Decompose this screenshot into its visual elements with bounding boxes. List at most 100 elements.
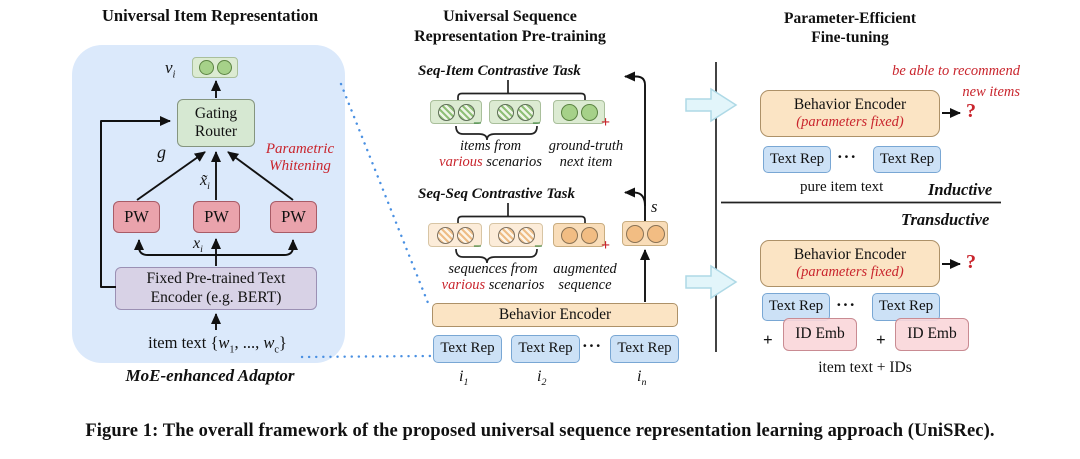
block-arrow-bottom-icon <box>685 264 738 300</box>
seq-embedding-circle <box>497 226 515 244</box>
i1-label: i1 <box>459 368 468 388</box>
pw-box-1: PW <box>113 201 160 233</box>
text-encoder-line1: Fixed Pre-trained Text <box>146 270 286 288</box>
pw-box-3: PW <box>270 201 317 233</box>
in-label: in <box>637 368 646 388</box>
minus-sign: − <box>534 239 543 255</box>
text-rep-box: Text Rep <box>873 146 941 173</box>
text-rep-box: Text Rep <box>763 146 831 173</box>
seq-embedding-circle <box>646 224 665 243</box>
item-text-label: item text {w1, ..., wc} <box>110 333 325 355</box>
text-rep-box: Text Rep <box>872 293 940 321</box>
arrow-s-to-seq-seq-task <box>624 187 646 207</box>
item-embedding-circle <box>560 103 578 121</box>
neg-item-chip-2 <box>489 100 541 124</box>
recommend-note-line1: be able to recommend <box>892 63 1020 79</box>
plus-sign: + <box>601 237 611 254</box>
pure-item-text-label: pure item text <box>800 179 884 195</box>
minus-sign: − <box>532 116 541 132</box>
ellipsis: ··· <box>582 336 603 355</box>
xi-sub: i <box>200 244 203 256</box>
id-emb-box: ID Emb <box>783 318 857 351</box>
in-sub: n <box>641 377 647 389</box>
block-arrow-top-icon <box>685 87 738 123</box>
item-text-w2: w <box>263 333 275 352</box>
x-tilde-sub: i <box>207 181 210 193</box>
seq-embedding-circle <box>580 226 598 244</box>
item-embedding-circle <box>437 103 455 121</box>
various-word: various <box>441 277 486 294</box>
middle-title-line1: Universal Sequence <box>443 8 577 25</box>
item-text-post: } <box>278 333 287 352</box>
vi-sub: i <box>172 69 176 81</box>
behavior-encoder-box-inductive: Behavior Encoder(parameters fixed) <box>760 90 940 137</box>
behavior-encoder-label: Behavior Encoder <box>793 95 907 113</box>
item-text-pre: item text { <box>148 333 219 352</box>
x-tilde-label: x̃i <box>200 172 210 192</box>
xi-label: xi <box>193 235 203 255</box>
right-panel-title: Parameter-Efficient Fine-tuning <box>740 10 960 48</box>
item-embedding-circle <box>516 103 534 121</box>
parametric-whitening-label: Parametric Whitening <box>252 141 348 174</box>
id-emb-box: ID Emb <box>895 318 969 351</box>
seq-embedding-circle <box>517 226 535 244</box>
seq-embedding-circle <box>436 226 454 244</box>
parameters-fixed-label: (parameters fixed) <box>796 114 904 131</box>
dotted-link-top <box>339 82 432 310</box>
i2-label: i2 <box>537 368 546 388</box>
items-from-line1: items from <box>459 138 522 154</box>
item-text-w1: w <box>218 333 230 352</box>
plus-sign: + <box>876 330 886 349</box>
i-base: i <box>537 368 542 385</box>
item-embedding-circle <box>496 103 514 121</box>
whitening-line2: Whitening <box>269 157 331 174</box>
items-from-label: items from various scenarios <box>423 138 558 170</box>
item-embedding-circle <box>216 60 232 75</box>
ellipsis: ··· <box>836 295 857 314</box>
augmented-line1: augmented <box>553 261 617 277</box>
transductive-label: Transductive <box>901 210 990 229</box>
middle-panel-title: Universal Sequence Representation Pre-tr… <box>400 7 620 46</box>
ground-truth-line1: ground-truth <box>548 138 624 154</box>
augmented-line2: sequence <box>558 277 612 294</box>
plus-sign: + <box>763 330 773 349</box>
behavior-encoder-box: Behavior Encoder <box>432 303 678 327</box>
augmented-seq-chip <box>553 223 605 247</box>
behavior-encoder-box-transductive: Behavior Encoder(parameters fixed) <box>760 240 940 287</box>
text-rep-box: Text Rep <box>433 335 502 363</box>
item-embedding-circle <box>457 103 475 121</box>
item-embedding-circle <box>198 60 214 75</box>
item-text-ids-label: item text + IDs <box>818 359 912 376</box>
behavior-encoder-label: Behavior Encoder <box>793 245 907 263</box>
seq-embedding-circle <box>560 226 578 244</box>
gating-router-line1: Gating <box>194 104 238 122</box>
sequence-rep-chip <box>622 221 668 246</box>
i1-sub: 1 <box>463 377 469 389</box>
text-rep-box: Text Rep <box>762 293 830 321</box>
recommend-note-line2: new items <box>962 84 1020 101</box>
middle-title-line2: Representation Pre-training <box>414 27 606 45</box>
text-rep-box: Text Rep <box>610 335 679 363</box>
scenarios-word: scenarios <box>482 154 542 171</box>
bracket-seq-seq <box>457 203 586 223</box>
inductive-label: Inductive <box>928 180 993 199</box>
right-title-line2: Fine-tuning <box>811 28 889 46</box>
minus-sign: − <box>473 239 482 255</box>
whitening-line1: Parametric <box>265 141 335 157</box>
vi-label: vi <box>165 58 175 80</box>
seq-seq-task-label: Seq-Seq Contrastive Task <box>418 186 575 202</box>
moe-adaptor-label: MoE-enhanced Adaptor <box>125 366 295 385</box>
left-panel-title: Universal Item Representation <box>102 6 318 25</box>
plus-sign: + <box>601 114 611 131</box>
text-encoder-line2: Encoder (e.g. BERT) <box>150 288 282 306</box>
vi-base: v <box>165 58 173 77</box>
item-embedding-circle <box>580 103 598 121</box>
text-rep-box: Text Rep <box>511 335 580 363</box>
sequences-from-line1: sequences from <box>448 261 538 277</box>
scenarios-word: scenarios <box>485 277 545 294</box>
item-text-sub2: c <box>274 344 279 356</box>
g-label: g <box>157 142 166 162</box>
i-base: i <box>459 368 464 385</box>
neg-item-chip-1 <box>430 100 482 124</box>
